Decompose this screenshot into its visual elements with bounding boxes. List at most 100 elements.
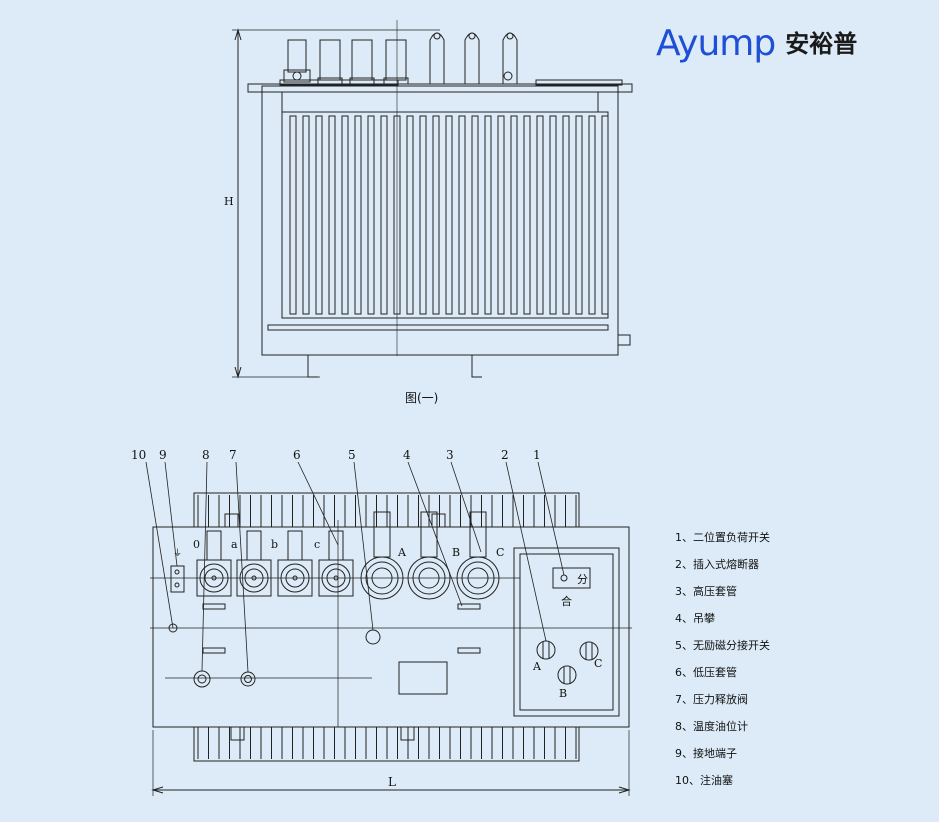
- callout-8: 8: [202, 448, 210, 462]
- phase-labels: 0 a b c A B C: [193, 538, 504, 559]
- lv-bushings: [196, 530, 354, 597]
- radiator-fin: [289, 115, 297, 315]
- lv-phase-a: a: [231, 538, 238, 551]
- radiator-fins-top: [197, 495, 577, 527]
- radiator-fin: [380, 115, 388, 315]
- hv-bushing: [456, 511, 500, 600]
- lv-bushing: [318, 530, 354, 597]
- hv-phase-b: B: [452, 546, 460, 559]
- radiator-fin: [562, 115, 570, 315]
- radiator-fin: [419, 115, 427, 315]
- radiator-fin: [484, 115, 492, 315]
- figure1-elevation: H: [224, 20, 633, 379]
- radiator-fin: [575, 115, 583, 315]
- fuse-b: [557, 665, 577, 685]
- radiator-fin: [367, 115, 375, 315]
- switch-split-label: 分: [577, 573, 588, 586]
- hv-phase-a: A: [397, 546, 407, 559]
- hv-phase-c: C: [496, 546, 504, 559]
- pressure-relief-valve: [240, 671, 256, 687]
- oil-filler-plug: [168, 623, 178, 633]
- legend-item-3: 3、高压套管: [675, 585, 737, 598]
- lifting-lug: [230, 726, 245, 741]
- legend-item-1: 1、二位置负荷开关: [675, 531, 770, 544]
- nameplate: [398, 661, 448, 695]
- legend-item-5: 5、无励磁分接开关: [675, 639, 770, 652]
- radiator-fin: [315, 115, 323, 315]
- legend-item-9: 9、接地端子: [675, 747, 737, 760]
- radiator-fin: [328, 115, 336, 315]
- callout-1: 1: [533, 448, 541, 462]
- tank-body: [261, 85, 619, 356]
- callout-10: 10: [131, 448, 146, 462]
- callout-leaders: [145, 461, 565, 673]
- switch-box: [513, 547, 620, 717]
- radiator-fin: [523, 115, 531, 315]
- lifting-lug: [224, 513, 239, 528]
- callout-3: 3: [446, 448, 454, 462]
- radiator-fin: [406, 115, 414, 315]
- lv-bushing: [236, 530, 272, 597]
- callout-4: 4: [403, 448, 411, 462]
- figure1-caption: 图(一): [405, 391, 439, 405]
- top-cover: [247, 83, 633, 93]
- callout-7: 7: [229, 448, 237, 462]
- hv-bushings: [360, 511, 500, 600]
- callout-5: 5: [348, 448, 356, 462]
- brand-cjk: 安裕普: [785, 30, 858, 58]
- radiator-fin: [341, 115, 349, 315]
- callout-6: 6: [293, 448, 301, 462]
- radiator-fin: [354, 115, 362, 315]
- fuse-a: [536, 640, 556, 660]
- fuse-label-b: B: [559, 687, 567, 700]
- switch-labels: 分 合 A B C: [532, 573, 602, 700]
- lv-bushings-elevation: [283, 39, 409, 85]
- legend-item-8: 8、温度油位计: [675, 720, 748, 733]
- hv-bushing: [407, 511, 451, 600]
- radiator-fin: [471, 115, 479, 315]
- lifting-lug: [431, 513, 446, 528]
- load-switch: [552, 567, 591, 589]
- radiator-fins: [289, 115, 609, 315]
- radiator-fin: [432, 115, 440, 315]
- tap-changer: [365, 629, 381, 645]
- lv-phase-c: c: [314, 538, 320, 551]
- radiator-fin: [536, 115, 544, 315]
- ground-symbol: ⏚: [173, 548, 182, 559]
- radiator-fin: [510, 115, 518, 315]
- callout-9: 9: [159, 448, 167, 462]
- radiator-fin: [458, 115, 466, 315]
- radiator-fin: [549, 115, 557, 315]
- figure2-top-view: [145, 461, 632, 796]
- fuse-label-a: A: [532, 660, 542, 673]
- fuse-label-c: C: [594, 657, 602, 670]
- height-label: H: [224, 195, 234, 208]
- radiator-fins-bottom: [197, 727, 577, 759]
- hv-bushings-elevation: [429, 32, 518, 84]
- hv-bushing: [360, 511, 404, 600]
- radiator-fin: [497, 115, 505, 315]
- lv-phase-b: b: [271, 538, 278, 551]
- legend-item-4: 4、吊攀: [675, 612, 715, 625]
- radiator-fin: [601, 115, 609, 315]
- oil-level-thermometer: [193, 670, 211, 688]
- legend-item-10: 10、注油塞: [675, 774, 733, 787]
- brand-logo: Ayump 安裕普: [656, 22, 896, 66]
- length-label: L: [388, 775, 396, 789]
- lv-bushing: [277, 530, 313, 597]
- radiator-fin: [445, 115, 453, 315]
- legend-list: 1、二位置负荷开关 2、插入式熔断器 3、高压套管 4、吊攀 5、无励磁分接开关…: [675, 530, 815, 800]
- brand-latin: Ayump: [656, 23, 776, 64]
- legend-item-6: 6、低压套管: [675, 666, 737, 679]
- legend-item-2: 2、插入式熔断器: [675, 558, 759, 571]
- grounding-terminal: [170, 565, 185, 593]
- tank-top-outline: [152, 526, 630, 728]
- callout-2: 2: [501, 448, 509, 462]
- switch-close-label: 合: [561, 594, 572, 608]
- legend-item-7: 7、压力释放阀: [675, 693, 748, 706]
- radiator-fin: [588, 115, 596, 315]
- lifting-lug: [400, 726, 415, 741]
- lv-phase-0: 0: [193, 538, 200, 551]
- callout-numbers: 10 9 8 7 6 5 4 3 2 1: [131, 448, 541, 462]
